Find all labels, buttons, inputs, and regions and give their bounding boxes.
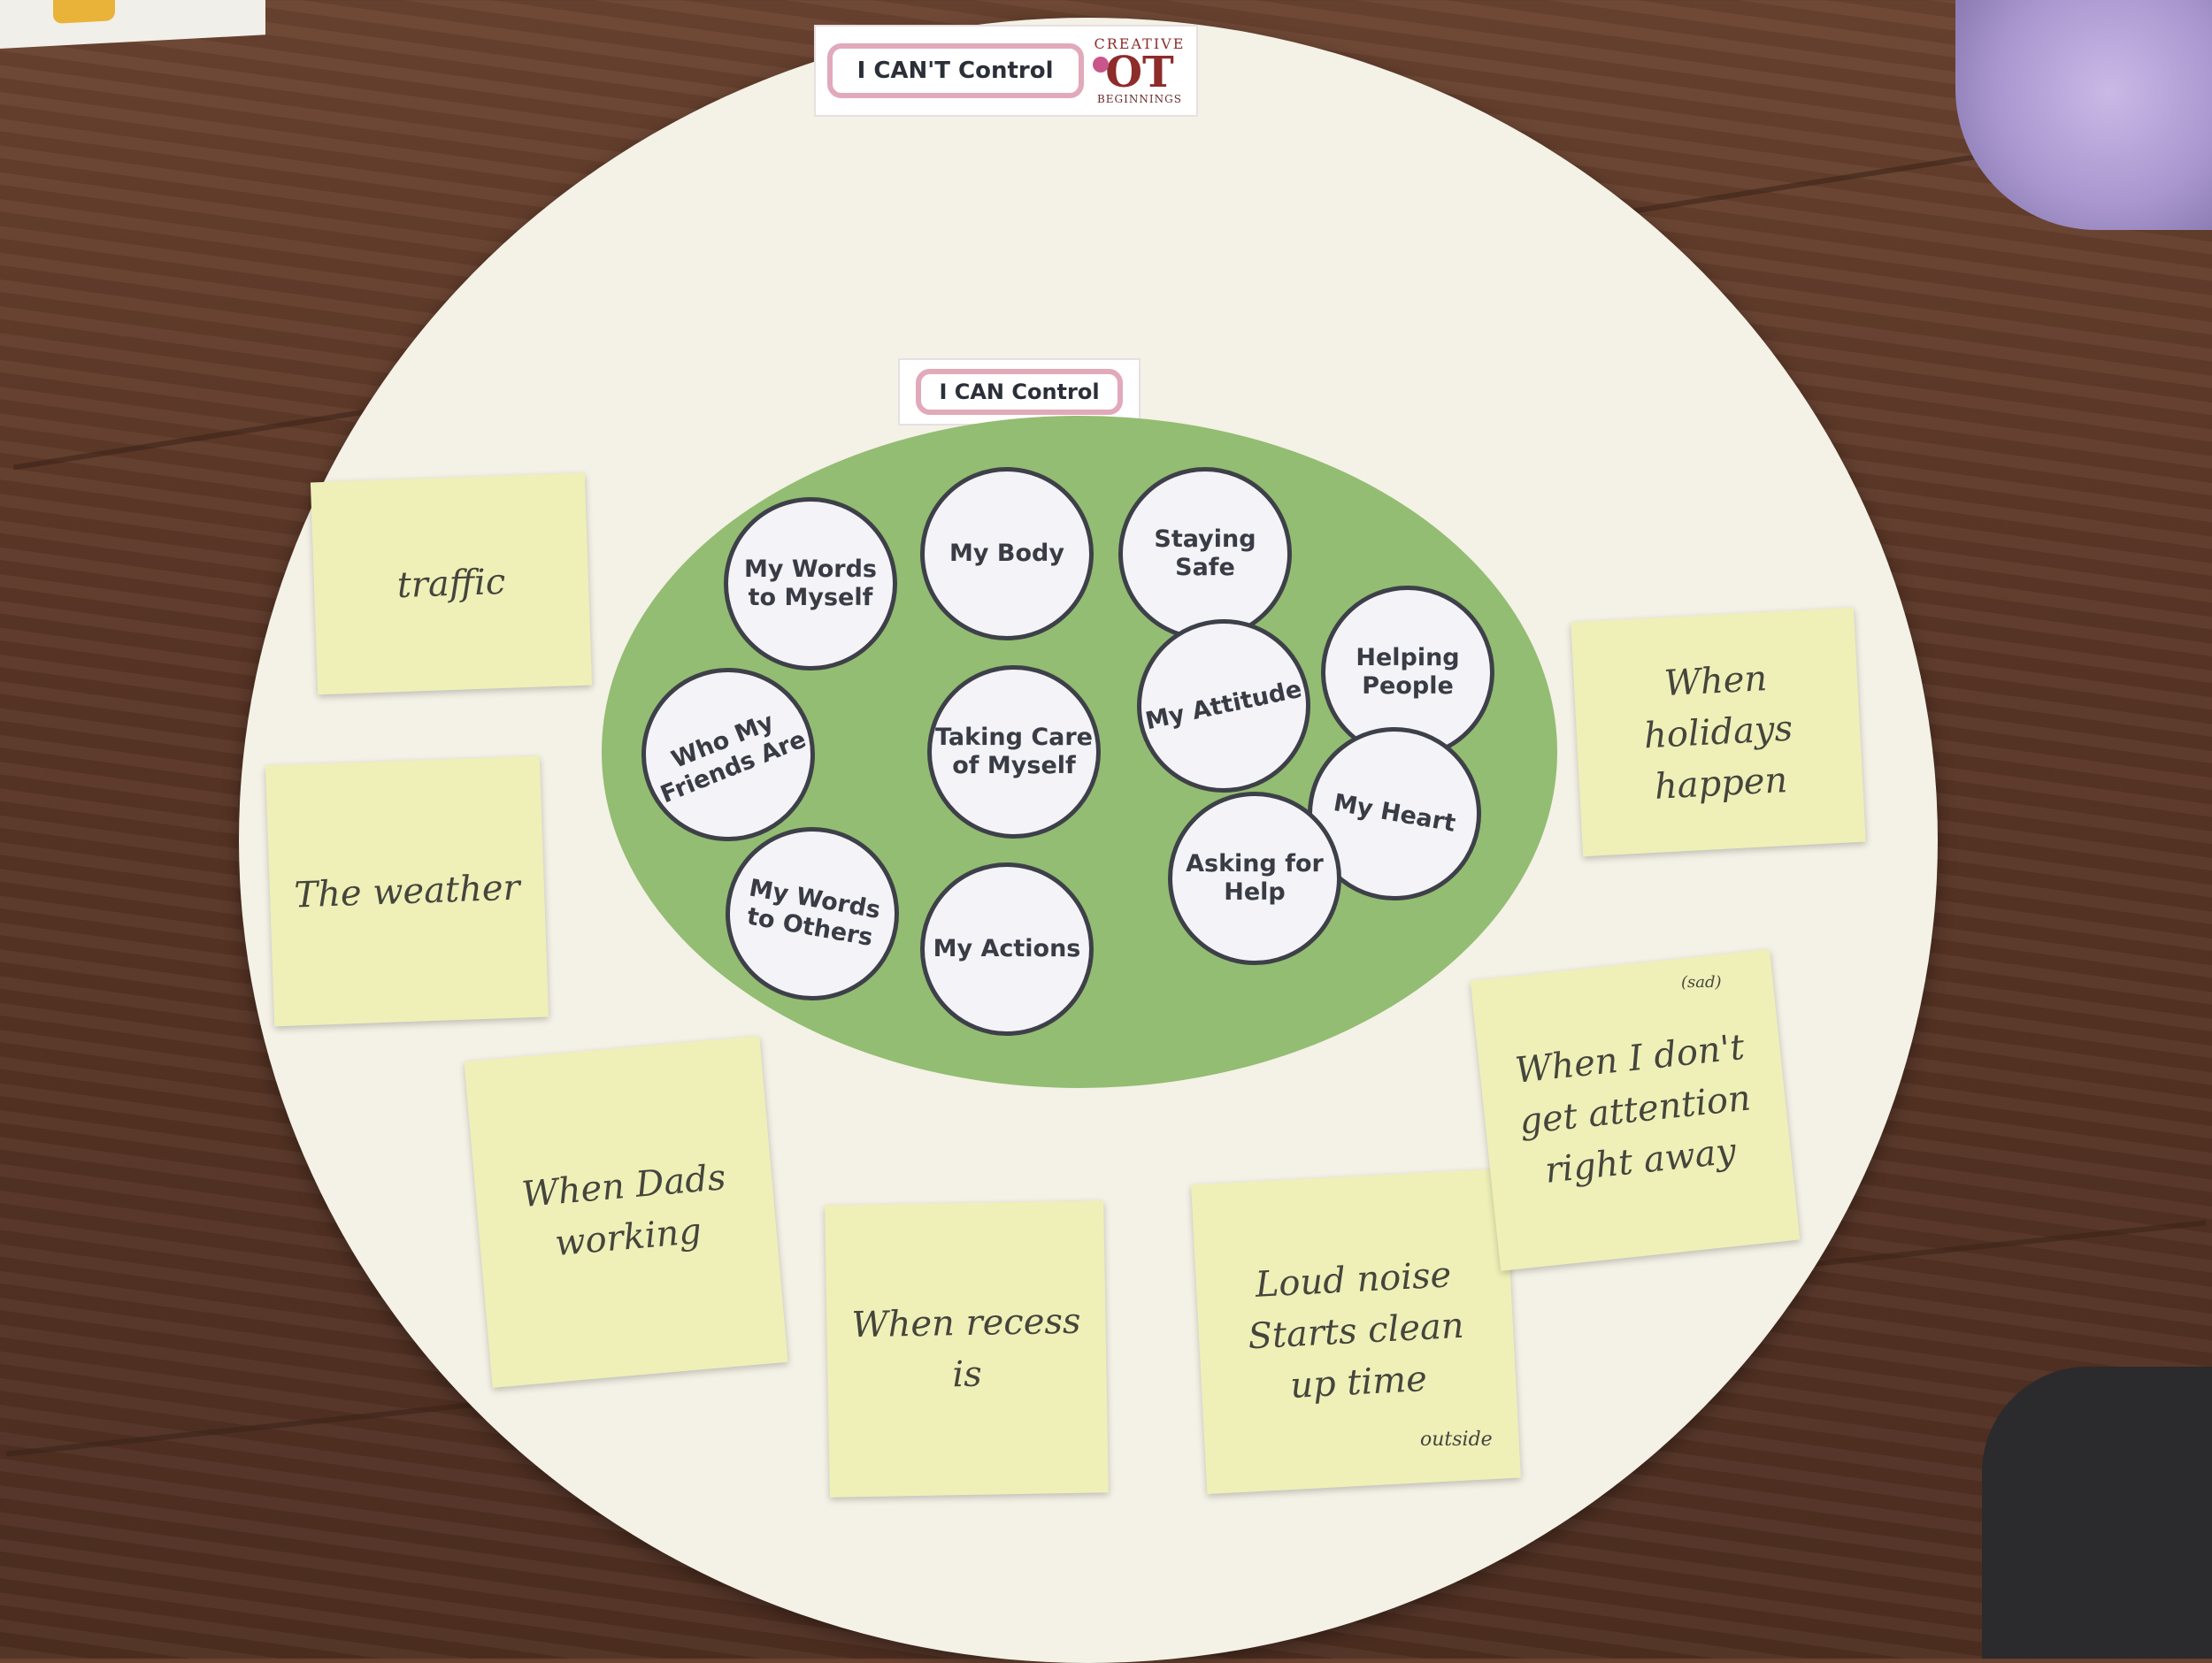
can-control-label: I CAN Control (916, 369, 1123, 415)
logo-mark: OT (1093, 51, 1174, 94)
cant-control-label: I CAN'T Control (826, 43, 1084, 98)
chip-my-actions: My Actions (920, 862, 1094, 1036)
flower-icon (1093, 57, 1110, 73)
chip-staying-safe: Staying Safe (1118, 467, 1292, 640)
dark-object (1982, 1367, 2212, 1659)
creative-ot-logo: CREATIVE OT BEGINNINGS (1093, 35, 1186, 105)
can-control-card: I CAN Control (898, 358, 1141, 425)
sticky-recess: When recess is (825, 1200, 1109, 1498)
annotation-sad: (sad) (1681, 973, 1722, 992)
chip-words-to-myself: My Words to Myself (724, 497, 897, 671)
sticky-dads-working: When Dads working (464, 1036, 788, 1388)
sticky-holidays: When holidays happen (1571, 607, 1866, 857)
cant-control-card: I CAN'T Control CREATIVE OT BEGINNINGS (814, 25, 1198, 117)
sticky-attention: When I don't get attention right away (1470, 949, 1801, 1271)
annotation-outside: outside (1420, 1429, 1493, 1451)
logo-top: CREATIVE (1094, 35, 1186, 52)
sticky-weather: The weather (265, 755, 549, 1027)
chip-my-body: My Body (920, 467, 1094, 640)
chip-asking-for-help: Asking for Help (1168, 792, 1341, 965)
sticky-traffic: traffic (310, 472, 593, 695)
chip-taking-care-of-myself: Taking Care of Myself (927, 665, 1101, 839)
logo-bottom: BEGINNINGS (1096, 93, 1182, 105)
